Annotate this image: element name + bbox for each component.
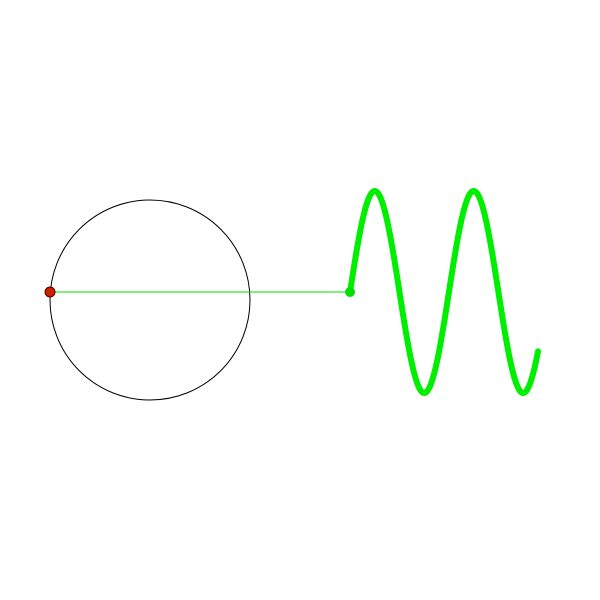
sine-wave [347, 188, 541, 396]
unit-circle [49, 199, 251, 401]
wave-pen-dot [345, 287, 355, 297]
sine-wave-trace [347, 188, 541, 396]
rotating-point [44, 286, 56, 298]
